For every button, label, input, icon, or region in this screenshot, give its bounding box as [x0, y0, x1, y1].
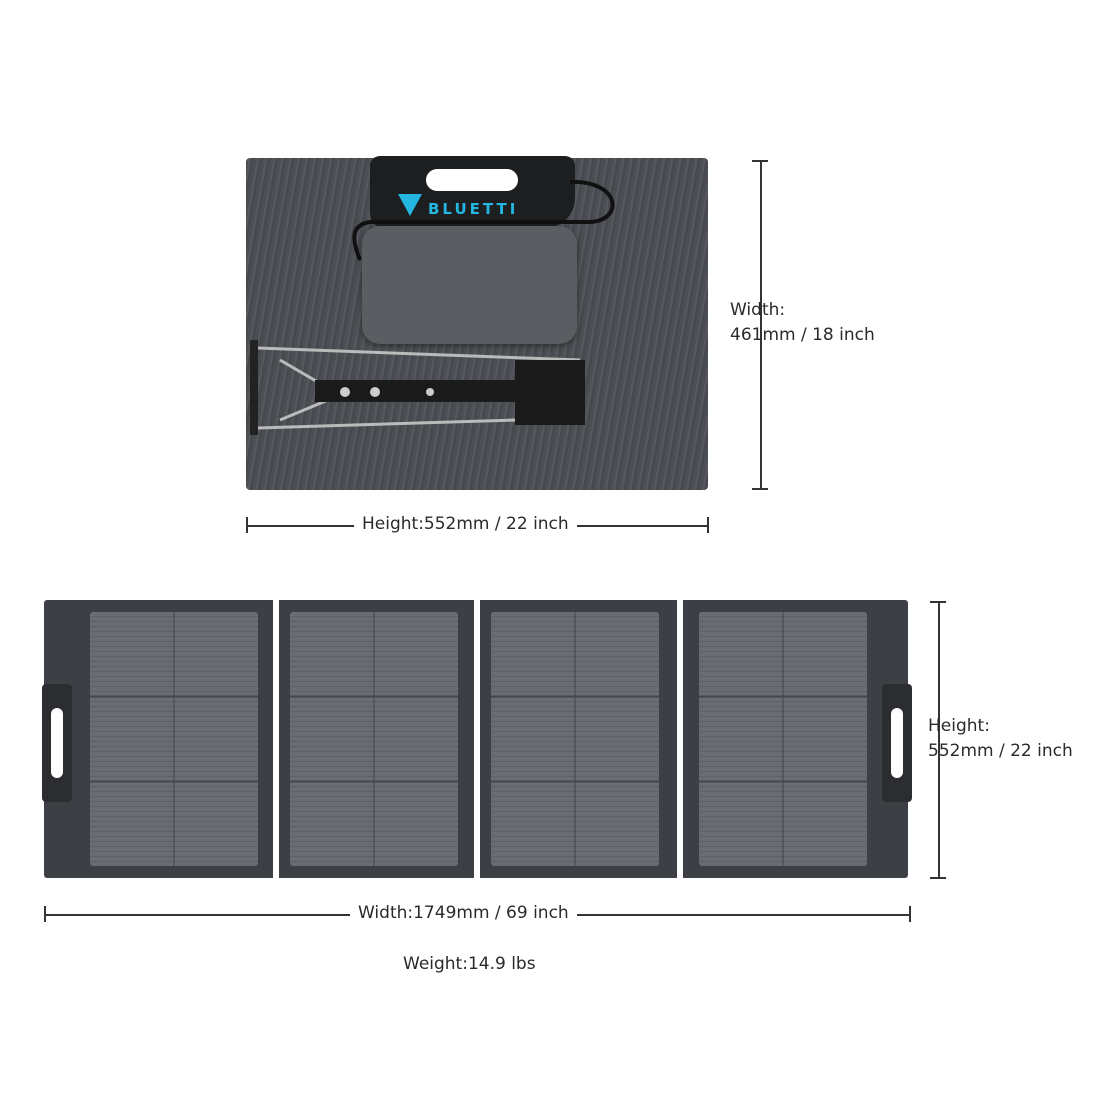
- folded-width-label: Width:: [730, 300, 786, 320]
- solar-cell-section: [90, 612, 258, 866]
- dimension-tick: [909, 906, 911, 922]
- solar-cell-section: [699, 612, 867, 866]
- right-handle: [882, 684, 912, 802]
- folded-height-label: Height:552mm / 22 inch: [354, 514, 577, 534]
- fold-gap: [273, 600, 279, 878]
- carry-handle: BLUETTI: [370, 156, 575, 228]
- dimension-tick: [707, 517, 709, 533]
- fold-gap: [474, 600, 480, 878]
- kickstand: [250, 340, 585, 435]
- dimension-tick: [246, 517, 248, 533]
- folded-width-dimension-line: [760, 160, 762, 490]
- dimension-tick: [752, 488, 768, 490]
- solar-cell-section: [491, 612, 659, 866]
- dimension-tick: [752, 160, 768, 162]
- cable: [352, 179, 615, 261]
- handle-hole: [426, 169, 518, 191]
- left-handle: [42, 684, 72, 802]
- bluetti-logo-icon: [398, 194, 422, 216]
- fold-gap: [677, 600, 683, 878]
- brand-label: BLUETTI: [428, 200, 519, 218]
- unfolded-height-dimension-line: [938, 601, 940, 878]
- dimension-tick: [930, 877, 946, 879]
- dimension-tick: [44, 906, 46, 922]
- unfolded-height-label: Height:: [928, 716, 990, 736]
- junction-pouch: [362, 226, 577, 344]
- solar-cell-section: [290, 612, 458, 866]
- dimension-tick: [930, 601, 946, 603]
- weight-label: Weight:14.9 lbs: [395, 954, 544, 974]
- folded-width-value: 461mm / 18 inch: [730, 325, 875, 345]
- unfolded-height-value: 552mm / 22 inch: [928, 741, 1073, 761]
- unfolded-width-label: Width:1749mm / 69 inch: [350, 903, 577, 923]
